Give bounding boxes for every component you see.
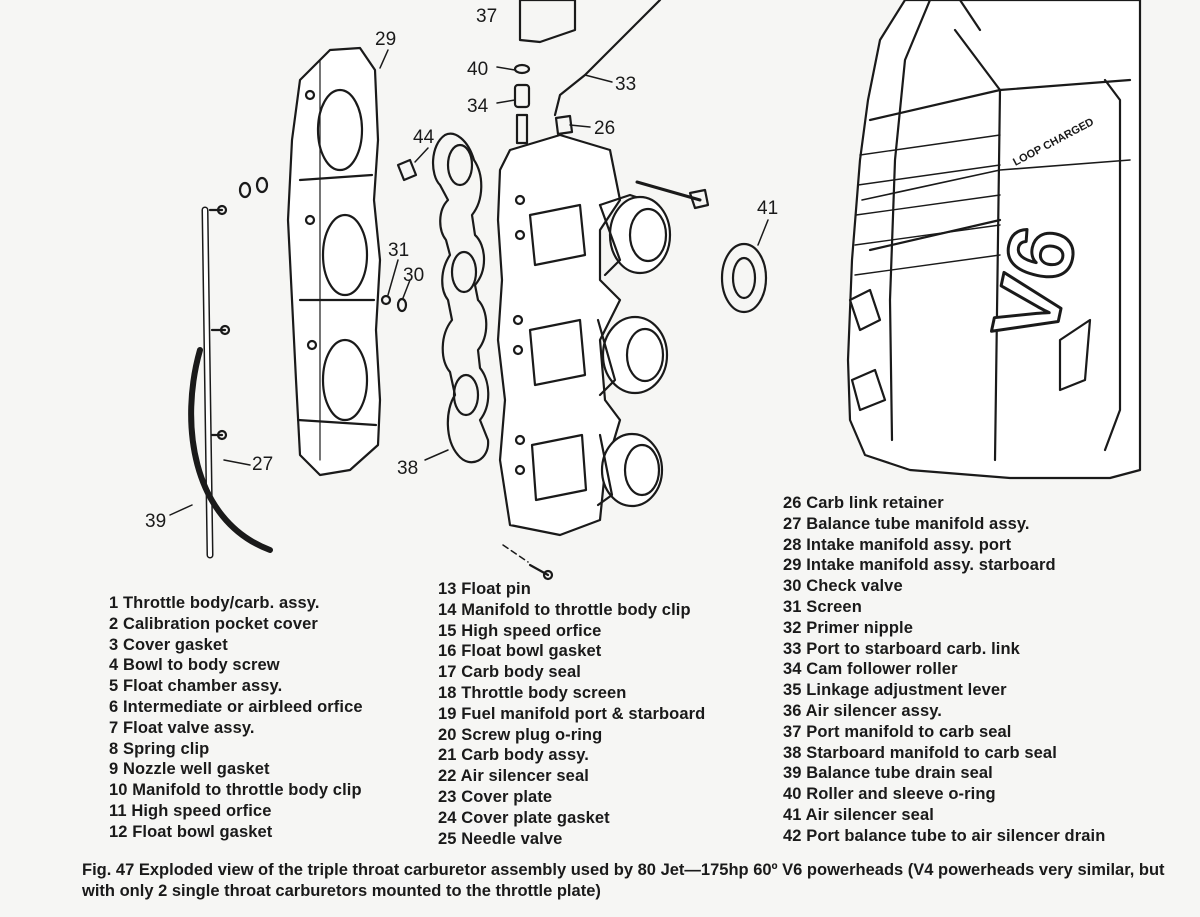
callout-41: 41 — [757, 198, 778, 219]
legend-item: 8 Spring clip — [109, 739, 210, 758]
legend-item: 4 Bowl to body screw — [109, 656, 280, 675]
legend-item: 19 Fuel manifold port & starboard — [438, 704, 706, 723]
balance-tube-drain-seal — [188, 347, 273, 553]
parts-legend-col2: 13 Float pin 14 Manifold to throttle body… — [438, 579, 705, 849]
port-manifold-seal — [518, 0, 577, 44]
long-screw — [635, 180, 702, 202]
air-silencer-seal — [720, 242, 768, 314]
legend-item: 30 Check valve — [783, 577, 903, 596]
roller-o-ring — [513, 63, 531, 75]
legend-item: 1 Throttle body/carb. assy. — [109, 594, 320, 612]
legend-item: 3 Cover gasket — [109, 635, 228, 654]
legend-item: 6 Intermediate or airbleed orfice — [109, 697, 363, 716]
callout-31: 31 — [388, 240, 409, 261]
callout-33: 33 — [615, 74, 636, 95]
legend-item: 34 Cam follower roller — [783, 660, 958, 679]
legend-item: 32 Primer nipple — [783, 618, 913, 637]
legend-item: 20 Screw plug o-ring — [438, 725, 603, 744]
washer-2 — [255, 176, 269, 194]
legend-item: 7 Float valve assy. — [109, 718, 255, 737]
balance-tube-manifold — [201, 204, 231, 559]
pin — [515, 113, 529, 145]
screen-31 — [380, 294, 392, 306]
figure-caption: Fig. 47 Exploded view of the triple thro… — [82, 861, 1165, 900]
legend-item: 17 Carb body seal — [438, 663, 581, 682]
legend-item: 16 Float bowl gasket — [438, 642, 602, 661]
callout-38: 38 — [397, 458, 418, 479]
check-valve-30 — [396, 297, 408, 313]
legend-item: 25 Needle valve — [438, 829, 563, 848]
callout-26: 26 — [594, 118, 615, 139]
exploded-view-diagram: V6 LOOP CHARGED — [145, 0, 1142, 581]
carburetor-body-assy — [496, 133, 672, 537]
legend-item: 14 Manifold to throttle body clip — [438, 600, 691, 619]
legend-item: 41 Air silencer seal — [783, 805, 934, 824]
legend-item: 29 Intake manifold assy. starboard — [783, 556, 1056, 575]
callout-40: 40 — [467, 59, 488, 80]
legend-item: 5 Float chamber assy. — [109, 677, 283, 696]
callout-30: 30 — [403, 265, 424, 286]
legend-item: 9 Nozzle well gasket — [109, 760, 270, 779]
legend-item: 13 Float pin — [438, 580, 531, 598]
legend-item: 24 Cover plate gasket — [438, 808, 610, 827]
fitting-44 — [396, 158, 418, 182]
callout-37: 37 — [476, 6, 497, 27]
legend-item: 40 Roller and sleeve o-ring — [783, 785, 996, 804]
legend-item: 38 Starboard manifold to carb seal — [783, 743, 1057, 762]
intake-manifold-starboard — [286, 46, 382, 477]
legend-item: 35 Linkage adjustment lever — [783, 681, 1007, 700]
legend-item: 22 Air silencer seal — [438, 767, 589, 786]
legend-item: 31 Screen — [783, 597, 862, 616]
manifold-to-carb-seal — [432, 132, 490, 464]
legend-item: 42 Port balance tube to air silencer dra… — [783, 826, 1106, 845]
air-silencer-cover — [846, 0, 1142, 480]
legend-item: 10 Manifold to throttle body clip — [109, 781, 362, 800]
legend-item: 27 Balance tube manifold assy. — [783, 514, 1030, 533]
legend-item: 33 Port to starboard carb. link — [783, 639, 1020, 658]
parts-legend-col3: 26 Carb link retainer 27 Balance tube man… — [783, 493, 1105, 847]
legend-item: 2 Calibration pocket cover — [109, 614, 318, 633]
callout-39: 39 — [145, 511, 166, 532]
legend-item: 28 Intake manifold assy. port — [783, 535, 1012, 554]
legend-item: 11 High speed orfice — [109, 801, 272, 820]
parts-legend-col1: 1 Throttle body/carb. assy. 2 Calibration… — [109, 593, 363, 843]
callout-29: 29 — [375, 29, 396, 50]
legend-item: 21 Carb body assy. — [438, 746, 589, 765]
callout-34: 34 — [467, 96, 489, 117]
callout-27: 27 — [252, 454, 273, 475]
legend-item: 39 Balance tube drain seal — [783, 764, 993, 783]
legend-item: 37 Port manifold to carb seal — [783, 722, 1012, 741]
washer-1 — [238, 181, 252, 199]
linkage-rod — [553, 0, 662, 117]
cover-model-badge: V6 — [973, 218, 1096, 349]
legend-item: 18 Throttle body screen — [438, 683, 627, 702]
legend-item: 15 High speed orfice — [438, 621, 602, 640]
cam-follower-roller — [513, 83, 531, 109]
carb-link-retainer — [554, 114, 574, 136]
callout-labels: 37 29 40 34 33 26 44 41 31 30 27 38 39 — [145, 6, 778, 532]
legend-item: 36 Air silencer assy. — [783, 701, 942, 720]
callout-44: 44 — [413, 127, 435, 148]
legend-item: 12 Float bowl gasket — [109, 822, 273, 841]
legend-item: 26 Carb link retainer — [783, 494, 944, 512]
legend-item: 23 Cover plate — [438, 787, 553, 806]
